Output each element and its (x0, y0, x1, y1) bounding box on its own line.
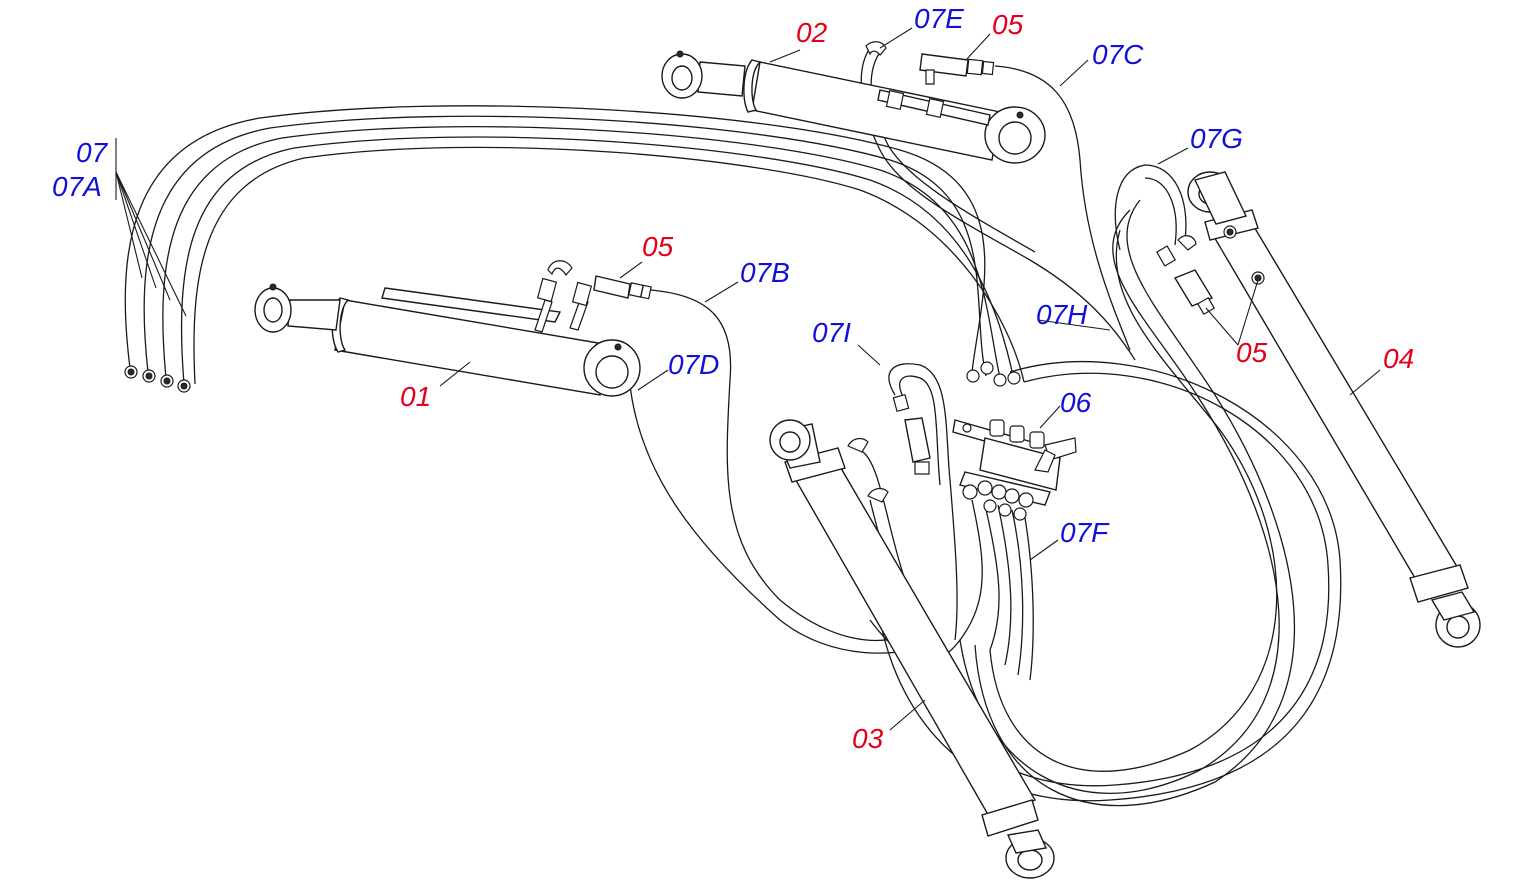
label-07F: 07F (1060, 517, 1110, 548)
label-05-left: 05 (642, 231, 674, 262)
valve-05-top (919, 53, 995, 85)
cylinder-02 (661, 41, 1046, 164)
label-06: 06 (1060, 387, 1092, 418)
hose-07C (994, 65, 1131, 351)
label-07: 07 (76, 137, 109, 168)
label-07A: 07A (52, 171, 102, 202)
cylinder-04 (1187, 171, 1481, 648)
hose-end-fittings-right (966, 361, 1021, 387)
label-04: 04 (1383, 343, 1414, 374)
label-07I: 07I (812, 317, 851, 348)
hose-end-fittings-left (124, 365, 191, 393)
cylinder-03 (769, 419, 1055, 879)
hose-bundle-07 (124, 105, 1025, 385)
label-07D: 07D (668, 349, 719, 380)
label-05-top: 05 (992, 9, 1024, 40)
leader-lines (115, 27, 1381, 731)
label-07C: 07C (1092, 39, 1144, 70)
label-07G: 07G (1190, 123, 1243, 154)
label-07H: 07H (1036, 299, 1088, 330)
valve-05-left (593, 275, 652, 300)
cylinder-01 (254, 260, 641, 397)
hose-07G (1114, 164, 1187, 251)
hose-07I-fittings (892, 393, 931, 475)
hose-07I (888, 363, 958, 641)
label-03: 03 (852, 723, 884, 754)
hose-07B-07D (629, 289, 941, 654)
label-07E: 07E (914, 3, 964, 34)
label-07B: 07B (740, 257, 790, 288)
hose-end-fittings-07F (962, 480, 1034, 521)
label-05-right: 05 (1236, 337, 1268, 368)
label-02: 02 (796, 17, 828, 48)
valve-05-right (1155, 235, 1216, 316)
manifold-06 (952, 419, 1077, 506)
label-01: 01 (400, 381, 431, 412)
